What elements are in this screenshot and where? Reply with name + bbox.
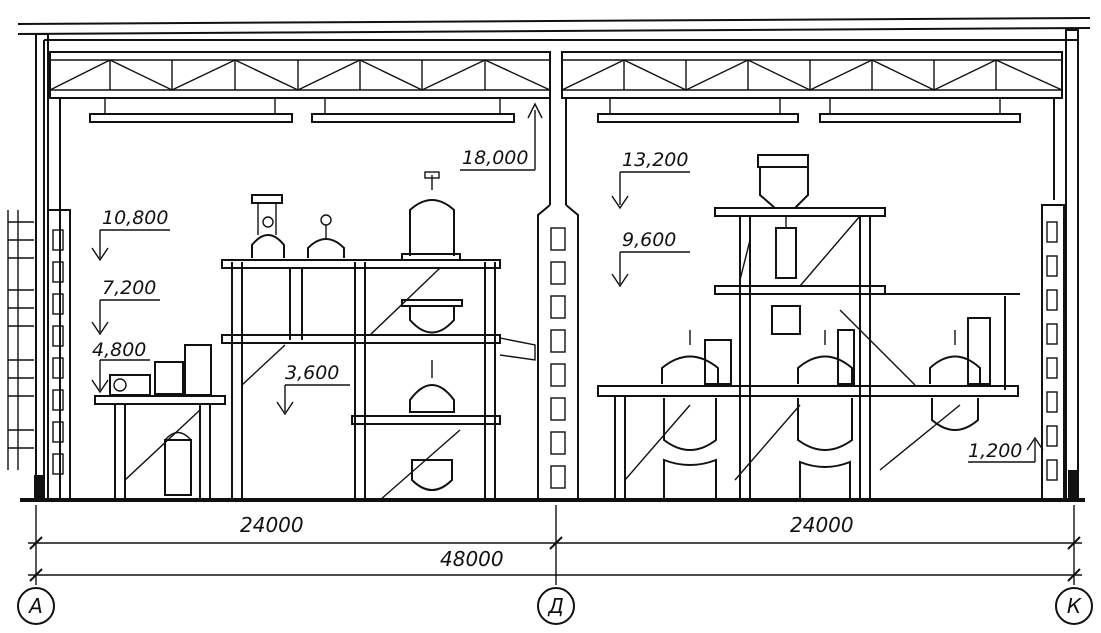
axis-label-left: А [27, 594, 43, 618]
roof-truss-left [49, 51, 551, 99]
elevation-label: 1,200 [968, 440, 1022, 462]
elevation-label: 9,600 [622, 229, 676, 251]
elevation-label: 10,800 [102, 207, 168, 229]
elevation-label: 18,000 [462, 147, 528, 169]
elevation-mark-13200: 13,200 [611, 149, 690, 210]
middle-column [537, 98, 579, 500]
roof-truss-right [561, 51, 1063, 99]
elevation-mark-4800: 4,800 [91, 339, 150, 394]
dimension-span-right: 24000 [790, 513, 854, 537]
right-wall [1041, 29, 1079, 501]
left-multilevel-platform [221, 171, 536, 501]
ceiling-lights [89, 98, 1021, 123]
elevation-mark-7200: 7,200 [91, 277, 160, 336]
elevation-label: 7,200 [102, 277, 156, 299]
elevation-mark-18000: 18,000 [460, 102, 543, 171]
elevation-label: 3,600 [285, 362, 339, 384]
left-low-platform [94, 344, 226, 500]
axis-bubble-middle: Д [537, 587, 575, 625]
axis-bubble-right: К [1055, 587, 1093, 625]
axis-bubble-left: А [17, 587, 55, 625]
right-multilevel-platform [597, 154, 1020, 501]
elevation-mark-10800: 10,800 [91, 207, 170, 262]
elevation-mark-9600: 9,600 [611, 229, 690, 288]
roof [17, 17, 1091, 41]
elevation-label: 13,200 [622, 149, 688, 171]
axis-label-middle: Д [547, 594, 564, 618]
exterior-stair [7, 210, 34, 470]
dimension-lines [28, 505, 1082, 585]
dimension-total: 48000 [440, 547, 504, 571]
left-wall [7, 33, 71, 501]
dimension-span-left: 24000 [240, 513, 304, 537]
axis-label-right: К [1067, 594, 1082, 618]
elevation-mark-1200: 1,200 [968, 436, 1044, 463]
elevation-label: 4,800 [92, 339, 146, 361]
elevation-mark-3600: 3,600 [276, 362, 350, 416]
